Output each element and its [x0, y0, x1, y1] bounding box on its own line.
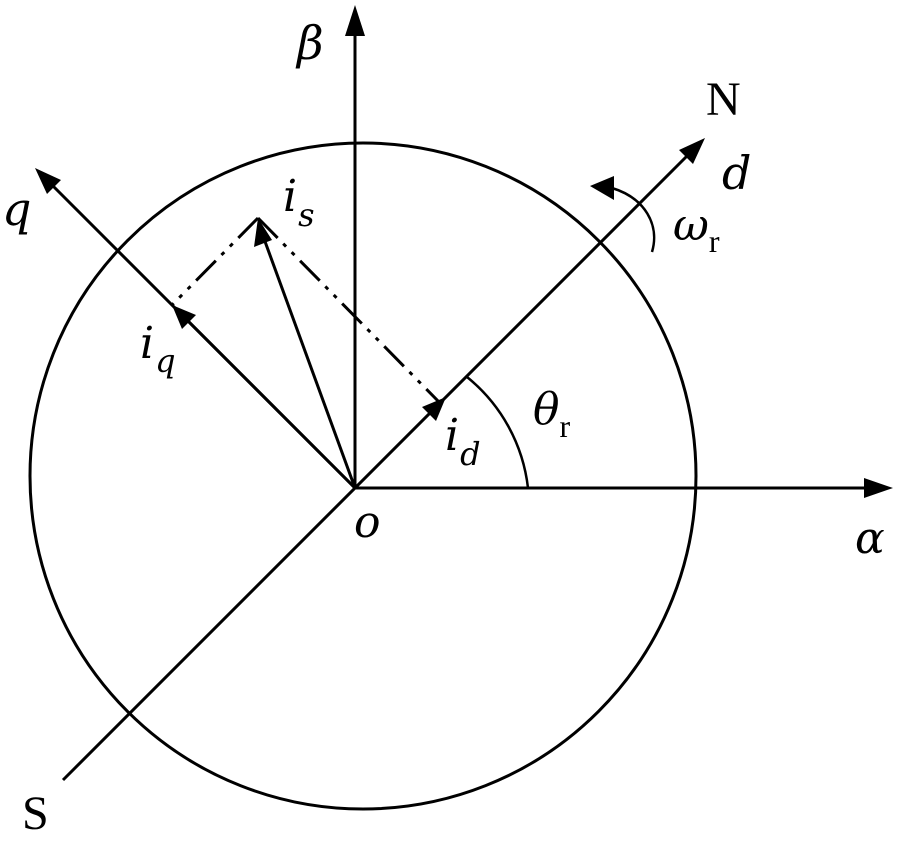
rotor-circle [28, 141, 698, 811]
omega-r-label: ωr [673, 200, 720, 259]
is-vector-arrowhead [254, 218, 272, 247]
theta-r-label: θr [533, 384, 571, 444]
omega-rotation-arrowhead [590, 176, 614, 200]
iq-projection-line [170, 216, 260, 307]
iq-vector-arrowhead [172, 305, 196, 329]
d-axis [61, 153, 690, 782]
alpha-label: α [855, 513, 885, 564]
is-vector [261, 235, 357, 489]
beta-label: β [295, 16, 324, 70]
iq-label: iq [140, 318, 176, 380]
id-label: id [445, 410, 481, 473]
q-axis-arrowhead [35, 168, 61, 194]
theta-angle-arc [466, 376, 530, 489]
id-projection-line [256, 216, 442, 405]
q-axis-label: q [2, 182, 31, 236]
alpha-axis-arrowhead [864, 478, 893, 498]
beta-axis-arrowhead [345, 5, 365, 36]
iq-vector [183, 316, 357, 490]
omega-rotation-arc [611, 186, 656, 253]
is-label: is [283, 171, 315, 234]
d-axis-arrowhead [679, 138, 705, 164]
d-axis-label: d [722, 146, 751, 200]
origin-label: o [354, 497, 381, 548]
north-pole-label: N [706, 73, 741, 126]
south-pole-label: S [22, 787, 49, 840]
